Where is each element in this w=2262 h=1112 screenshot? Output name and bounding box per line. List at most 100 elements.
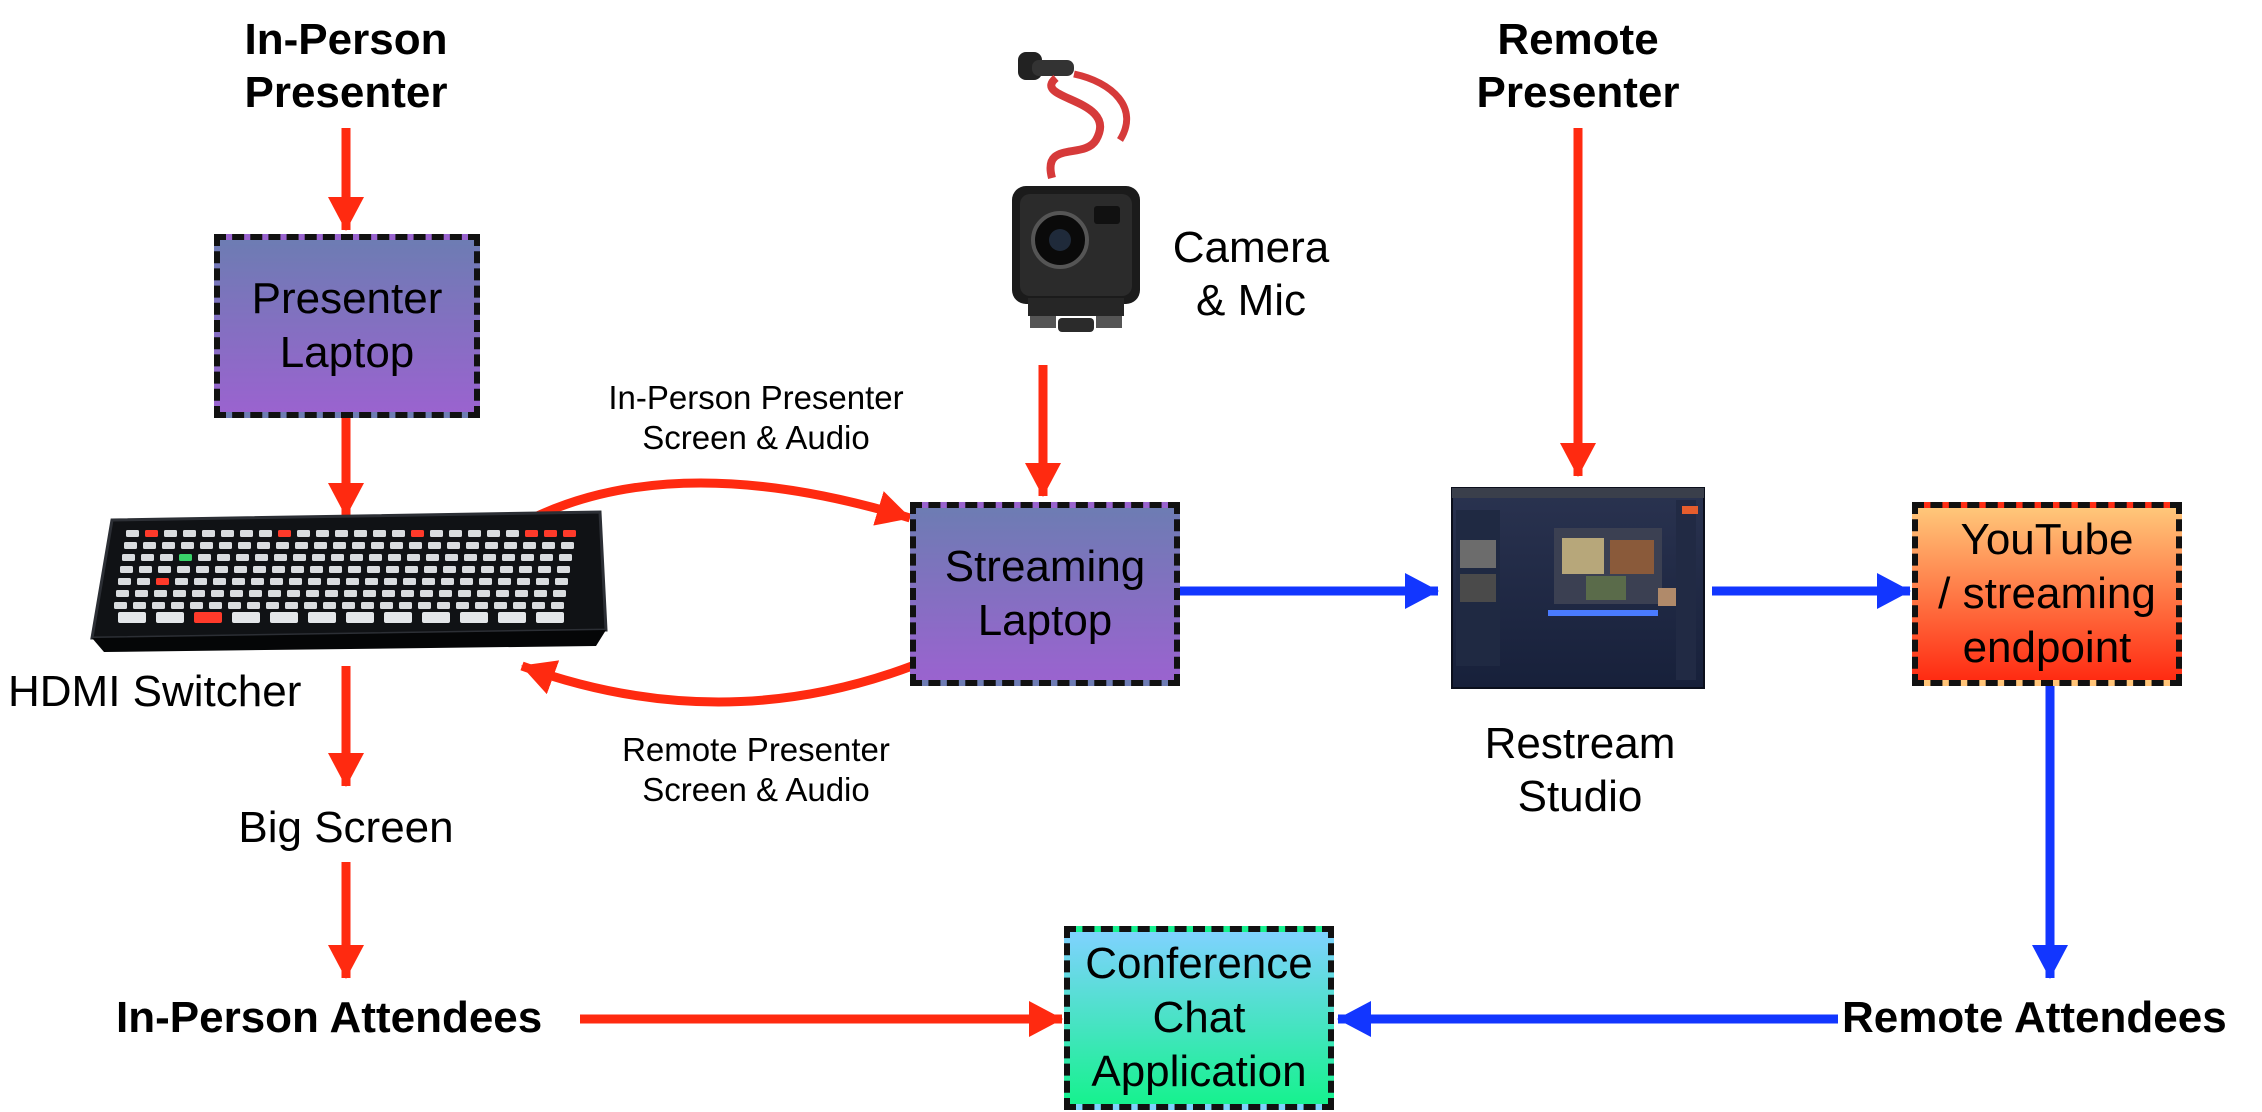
switcher-key [240, 530, 253, 537]
switcher-key [268, 590, 281, 597]
switcher-key [251, 578, 264, 585]
switcher-key [202, 530, 215, 537]
switcher-key [116, 590, 129, 597]
switcher-key [209, 602, 222, 609]
switcher-key [515, 590, 528, 597]
switcher-key [236, 554, 249, 561]
switcher-key [561, 542, 574, 549]
switcher-key [525, 530, 538, 537]
switcher-key [411, 530, 424, 537]
switcher-key [194, 612, 222, 623]
switcher-key [384, 578, 397, 585]
switcher-key [276, 542, 289, 549]
switcher-key [238, 542, 251, 549]
switcher-key [477, 590, 490, 597]
switcher-key [179, 554, 192, 561]
switcher-key [371, 542, 384, 549]
switcher-key [249, 590, 262, 597]
switcher-key [494, 602, 507, 609]
switcher-key [291, 566, 304, 573]
switcher-key [557, 566, 570, 573]
switcher-key [274, 554, 287, 561]
switcher-key [496, 590, 509, 597]
switcher-key [367, 566, 380, 573]
switcher-key [160, 554, 173, 561]
switcher-key [430, 530, 443, 537]
switcher-key [137, 578, 150, 585]
switcher-key [126, 530, 139, 537]
switcher-key [200, 542, 213, 549]
switcher-key [466, 542, 479, 549]
switcher-key [308, 578, 321, 585]
switcher-key [171, 602, 184, 609]
switcher-key [504, 542, 517, 549]
switcher-key [295, 542, 308, 549]
switcher-key [498, 612, 526, 623]
switcher-key [498, 578, 511, 585]
switcher-key [352, 542, 365, 549]
switcher-key [314, 542, 327, 549]
switcher-key [460, 612, 488, 623]
switcher-key [253, 566, 266, 573]
switcher-key [382, 590, 395, 597]
switcher-key [118, 612, 146, 623]
switcher-key [409, 542, 422, 549]
switcher-key [194, 578, 207, 585]
switcher-key [156, 612, 184, 623]
switcher-key [287, 590, 300, 597]
switcher-key [563, 530, 576, 537]
remote-attendees-label: Remote Attendees [1842, 993, 2227, 1042]
switcher-key [278, 530, 291, 537]
presenter-laptop-box: Presenter Laptop [214, 234, 480, 418]
arrow-switcher-to-streaming [531, 478, 912, 526]
switcher-key [401, 590, 414, 597]
switcher-key [540, 554, 553, 561]
restream-studio-label: Restream Studio [1484, 719, 1676, 821]
switcher-key [316, 530, 329, 537]
switcher-key [285, 602, 298, 609]
switcher-key [156, 578, 169, 585]
switcher-key [519, 566, 532, 573]
switcher-key [310, 566, 323, 573]
switcher-key [538, 566, 551, 573]
switcher-key [221, 530, 234, 537]
switcher-key [152, 602, 165, 609]
switcher-key [388, 554, 401, 561]
switcher-key [445, 554, 458, 561]
switcher-key [118, 578, 131, 585]
switcher-key [481, 566, 494, 573]
youtube-endpoint-box: YouTube / streaming endpoint [1912, 502, 2182, 686]
switcher-key [437, 602, 450, 609]
switcher-key [219, 542, 232, 549]
streaming-laptop-box: Streaming Laptop [910, 502, 1180, 686]
switcher-key [373, 530, 386, 537]
switcher-key [354, 530, 367, 537]
switcher-key [420, 590, 433, 597]
switcher-key [289, 578, 302, 585]
switcher-key [449, 530, 462, 537]
in-person-screen-audio-label: In-Person Presenter Screen & Audio [608, 379, 904, 456]
camera-mic-icon [1012, 52, 1140, 332]
switcher-key [458, 590, 471, 597]
switcher-key [293, 554, 306, 561]
switcher-key [255, 554, 268, 561]
switcher-key [154, 590, 167, 597]
switcher-key [384, 612, 412, 623]
hdmi-switcher-label: HDMI Switcher [8, 667, 302, 716]
hdmi-switcher-icon [90, 510, 608, 652]
switcher-key [346, 612, 374, 623]
switcher-key [346, 578, 359, 585]
switcher-key [327, 578, 340, 585]
switcher-key [399, 602, 412, 609]
chat-application-box: Conference Chat Application [1064, 926, 1334, 1110]
switcher-key [447, 542, 460, 549]
switcher-key [405, 566, 418, 573]
switcher-key [517, 578, 530, 585]
switcher-key [424, 566, 437, 573]
in-person-presenter-label: In-Person Presenter [244, 15, 448, 117]
switcher-key [158, 566, 171, 573]
switcher-key [304, 602, 317, 609]
switcher-key [441, 578, 454, 585]
switcher-key [177, 566, 190, 573]
